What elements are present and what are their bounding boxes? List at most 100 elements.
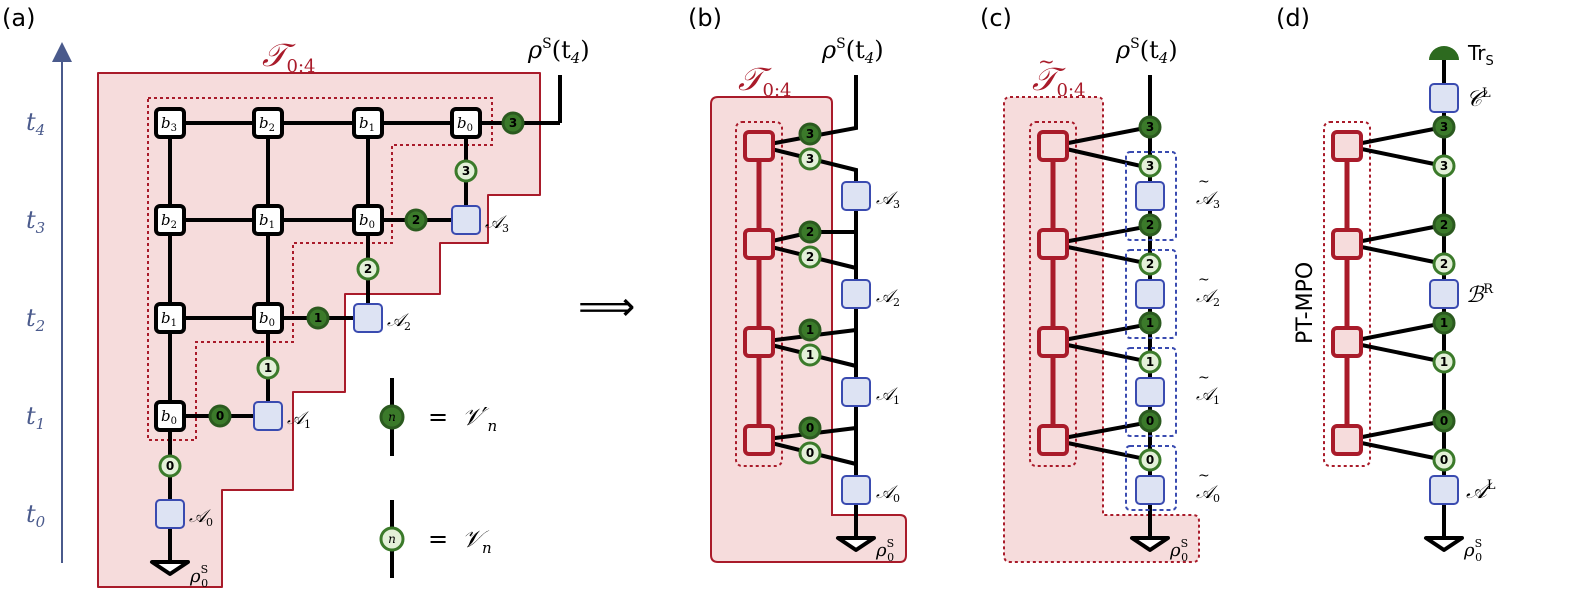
- trace-cap-icon: [1429, 46, 1459, 60]
- a-boxes-a: [155, 205, 481, 529]
- svg-text:2: 2: [412, 213, 420, 227]
- svg-text:2: 2: [1440, 218, 1448, 232]
- process-tensor-region-c: [1003, 96, 1200, 563]
- b-node: b0: [352, 204, 384, 236]
- tilde-tensor-c: ~: [1038, 49, 1055, 73]
- vprime-node: 0: [208, 404, 232, 428]
- svg-text:𝒜3: 𝒜3: [485, 212, 509, 235]
- svg-text:𝒜3: 𝒜3: [876, 188, 900, 211]
- svg-text:𝒱′n: 𝒱′n: [462, 403, 497, 435]
- svg-text:𝒜0: 𝒜0: [1196, 482, 1220, 505]
- tensor-label-b: 𝒯0:4: [738, 60, 791, 101]
- b-nodes-a: b3 b2 b1 b0 b2 b1 b0 b1 b0 b0: [154, 107, 482, 432]
- svg-text:TrS: TrS: [1467, 41, 1494, 69]
- v-node: 0: [158, 454, 182, 478]
- svg-text:𝒜1: 𝒜1: [287, 408, 311, 431]
- svg-text:1: 1: [1440, 355, 1448, 369]
- svg-text:~: ~: [1198, 272, 1210, 288]
- svg-text:𝒞L: 𝒞L: [1466, 86, 1491, 112]
- svg-text:𝒜2: 𝒜2: [1196, 286, 1220, 309]
- b-node: b1: [252, 204, 284, 236]
- b-node: b2: [252, 107, 284, 139]
- rho-t4-label-c: ρS(t4): [1115, 36, 1178, 67]
- pt-mpo-label: PT-MPO: [1293, 262, 1318, 344]
- svg-text:2: 2: [1440, 257, 1448, 271]
- svg-text:𝒜2: 𝒜2: [387, 310, 411, 333]
- vprime-node: 3: [501, 111, 525, 135]
- vprime-node: 1: [306, 306, 330, 330]
- svg-text:b1: b1: [359, 114, 375, 134]
- svg-text:ρS0: ρS0: [1463, 537, 1482, 564]
- mpo-chain-c: 3 3 2 2 1 1 0 0: [1037, 75, 1177, 552]
- svg-text:1: 1: [264, 361, 272, 375]
- svg-text:3: 3: [1440, 120, 1448, 134]
- b-node: b2: [154, 204, 186, 236]
- svg-text:n: n: [388, 532, 396, 546]
- v-node: 1: [256, 356, 280, 380]
- svg-text:b0: b0: [161, 407, 177, 427]
- svg-text:1: 1: [314, 311, 322, 325]
- b-node: b0: [450, 107, 482, 139]
- svg-text:1: 1: [806, 348, 814, 362]
- svg-text:~: ~: [1198, 468, 1210, 484]
- svg-text:t1: t1: [26, 402, 45, 433]
- svg-text:3: 3: [1146, 120, 1154, 134]
- svg-text:t4: t4: [26, 108, 45, 139]
- svg-text:t2: t2: [26, 304, 45, 335]
- svg-text:𝒜0: 𝒜0: [189, 506, 213, 529]
- dotted-region-a: [147, 97, 493, 441]
- svg-text:𝒜1: 𝒜1: [876, 384, 900, 407]
- panel-label-b: (b): [688, 4, 722, 32]
- svg-text:2: 2: [1146, 218, 1154, 232]
- svg-text:0: 0: [806, 421, 814, 435]
- b-node: b0: [252, 302, 284, 334]
- a-labels-b: 𝒜3 𝒜2 𝒜1 𝒜0: [876, 188, 900, 505]
- svg-text:b2: b2: [161, 211, 177, 231]
- green-nodes-a: 0 0 1 1 2 2 3 3: [158, 111, 525, 478]
- vprime-node: 2: [404, 208, 428, 232]
- b-node: b1: [154, 302, 186, 334]
- rho0-triangle-a: [150, 560, 190, 576]
- process-tensor-region-a: [97, 72, 541, 588]
- svg-text:2: 2: [806, 225, 814, 239]
- panel-label-a: (a): [2, 4, 35, 32]
- rho-t4-label-b: ρS(t4): [821, 36, 884, 67]
- svg-text:t3: t3: [26, 206, 45, 237]
- svg-text:1: 1: [1440, 316, 1448, 330]
- rho-t4-label-a: ρS(t4): [527, 36, 590, 67]
- svg-text:b0: b0: [359, 211, 375, 231]
- svg-text:0: 0: [1440, 453, 1448, 467]
- svg-text:=: =: [428, 525, 448, 553]
- svg-text:3: 3: [1146, 159, 1154, 173]
- svg-text:2: 2: [1146, 257, 1154, 271]
- svg-text:3: 3: [806, 152, 814, 166]
- svg-text:ℬR: ℬR: [1466, 282, 1494, 308]
- svg-text:𝒜2: 𝒜2: [876, 286, 900, 309]
- svg-text:𝒜L: 𝒜L: [1466, 478, 1496, 504]
- mpo-chain-b: 3 3 2 2 1 1 0 0: [743, 75, 876, 552]
- svg-text:0: 0: [1146, 414, 1154, 428]
- svg-text:b0: b0: [259, 309, 275, 329]
- svg-text:1: 1: [806, 323, 814, 337]
- panel-label-c: (c): [980, 4, 1012, 32]
- time-tick-labels: t4 t3 t2 t1 t0: [26, 108, 46, 531]
- implication-arrow: ⟹: [578, 284, 635, 330]
- svg-text:1: 1: [1146, 316, 1154, 330]
- b-node: b0: [154, 400, 186, 432]
- tensor-label-a: 𝒯0:4: [262, 36, 315, 77]
- a-labels-a: 𝒜0 𝒜1 𝒜2 𝒜3: [189, 212, 509, 529]
- svg-text:b1: b1: [259, 211, 275, 231]
- svg-text:0: 0: [1440, 414, 1448, 428]
- svg-text:b0: b0: [457, 114, 473, 134]
- svg-text:b1: b1: [161, 309, 177, 329]
- b-node: b3: [154, 107, 186, 139]
- svg-text:~: ~: [1198, 370, 1210, 386]
- svg-text:𝒜1: 𝒜1: [1196, 384, 1220, 407]
- svg-text:b2: b2: [259, 114, 275, 134]
- panel-label-d: (d): [1276, 4, 1310, 32]
- svg-text:b3: b3: [161, 114, 177, 134]
- v-node: 2: [356, 257, 380, 281]
